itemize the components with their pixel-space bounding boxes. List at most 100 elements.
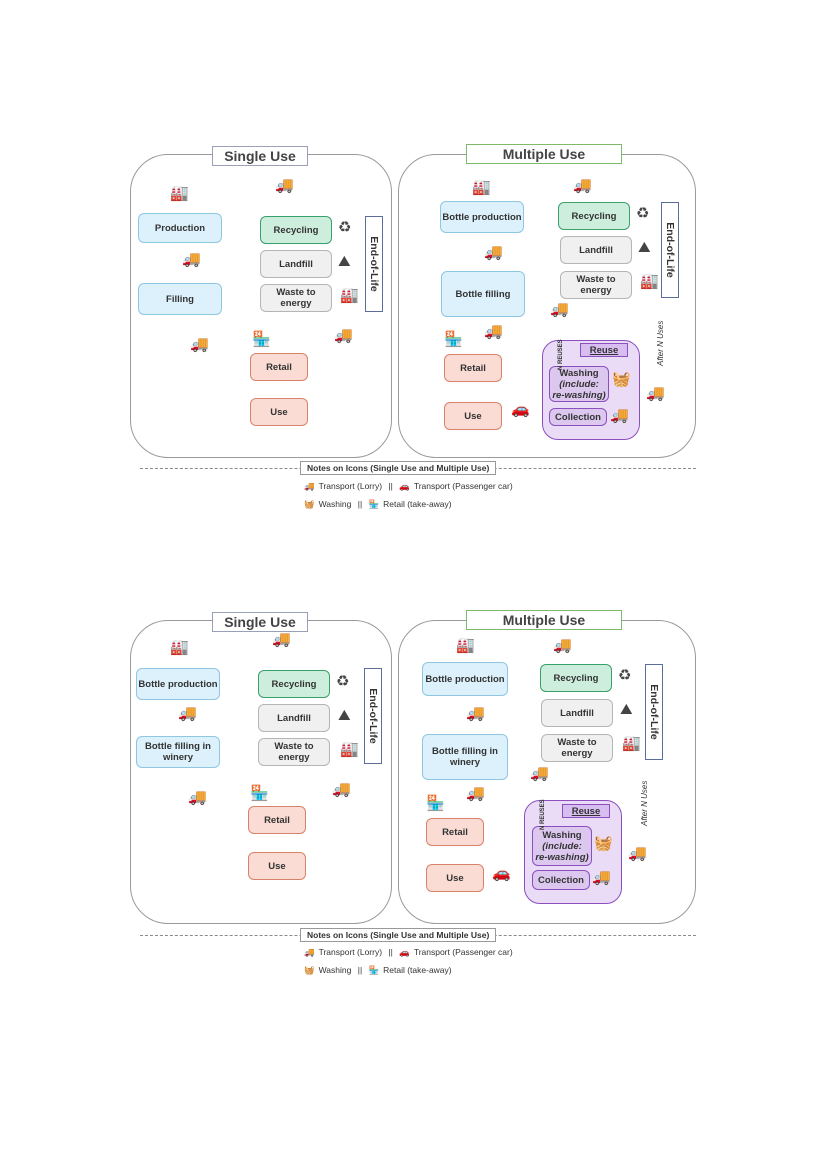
multiple-use-title: Multiple Use <box>466 144 622 164</box>
lorry-icon: 🚚 <box>182 251 201 268</box>
lorry-icon: 🚚 <box>334 327 353 344</box>
mb-washing-box: Washing (include: re-washing) <box>532 826 592 866</box>
car-icon: 🚗 <box>492 865 511 882</box>
b-bottle-production-box: Bottle production <box>136 668 220 700</box>
car-icon: 🚗 <box>511 401 530 418</box>
lorry-icon: 🚚 <box>550 301 569 318</box>
landfill-box: Landfill <box>260 250 332 278</box>
waste-plant-icon: 🏭 <box>340 287 359 304</box>
waste-plant-icon: 🏭 <box>340 741 359 758</box>
washing-machine-icon: 🧺 <box>304 499 315 509</box>
lorry-icon: 🚚 <box>304 947 315 957</box>
b-waste-to-energy-box: Waste to energy <box>258 738 330 766</box>
lorry-icon: 🚚 <box>304 481 315 491</box>
legend-separator: || <box>357 499 363 509</box>
m-use-box: Use <box>444 402 502 430</box>
m-bottle-filling-box: Bottle filling <box>441 271 525 317</box>
factory-icon: 🏭 <box>170 639 189 656</box>
m-washing-note-1: (include: <box>559 378 599 390</box>
mb-washing-label: Washing <box>542 829 582 841</box>
lorry-icon: 🚚 <box>610 407 629 424</box>
shop-icon: 🏪 <box>252 331 271 348</box>
legend-a-row-transport: 🚚Transport (Lorry) || 🚗Transport (Passen… <box>302 481 515 492</box>
recycle-icon: ♻ <box>336 673 350 690</box>
car-icon: 🚗 <box>399 947 410 957</box>
legend-separator: || <box>388 947 393 957</box>
mb-washing-note-1: (include: <box>542 840 582 852</box>
diagram-a: Single Use Multiple Use Production Filli… <box>0 140 827 520</box>
mb-recycling-box: Recycling <box>540 664 612 692</box>
legend-washing-label: Washing <box>318 499 352 509</box>
mb-collection-box: Collection <box>532 870 590 890</box>
lorry-icon: 🚚 <box>646 385 665 402</box>
lorry-icon: 🚚 <box>466 705 485 722</box>
production-box: Production <box>138 213 222 243</box>
m-washing-note-2: re-washing) <box>552 389 606 401</box>
legend-separator: || <box>357 965 363 975</box>
lorry-icon: 🚚 <box>272 631 291 648</box>
factory-icon: 🏭 <box>170 185 189 202</box>
legend-b-row-transport: 🚚Transport (Lorry) || 🚗Transport (Passen… <box>302 947 515 958</box>
b-single-use-title: Single Use <box>212 612 308 632</box>
landfill-icon: ⛰ <box>620 701 633 718</box>
m-end-of-life-label: End-of-Life <box>664 222 676 278</box>
lorry-icon: 🚚 <box>628 845 647 862</box>
b-retail-box: Retail <box>248 806 306 834</box>
legend-lorry-label: Transport (Lorry) <box>318 481 383 491</box>
legend-a-row-washing: 🧺Washing || 🏪Retail (take-away) <box>302 499 454 510</box>
legend-retail-label: Retail (take-away) <box>383 965 452 975</box>
legend-separator: || <box>388 481 393 491</box>
retail-box: Retail <box>250 353 308 381</box>
mb-waste-to-energy-box: Waste to energy <box>541 734 613 762</box>
lorry-icon: 🚚 <box>592 869 611 886</box>
lorry-icon: 🚚 <box>332 781 351 798</box>
m-after-n-uses-label: After N Uses <box>656 320 665 366</box>
mb-use-box: Use <box>426 864 484 892</box>
landfill-icon: ⛰ <box>638 239 651 256</box>
m-end-of-life-bar: End-of-Life <box>661 202 679 298</box>
b-end-of-life-label: End-of-Life <box>367 688 379 744</box>
legend-a-title: Notes on Icons (Single Use and Multiple … <box>300 461 497 475</box>
lorry-icon: 🚚 <box>178 705 197 722</box>
lorry-icon: 🚚 <box>530 765 549 782</box>
washing-machine-icon: 🧺 <box>594 835 613 852</box>
shop-icon: 🏪 <box>250 785 269 802</box>
m-recycling-box: Recycling <box>558 202 630 230</box>
mb-bottle-filling-box: Bottle filling in winery <box>422 734 508 780</box>
lorry-icon: 🚚 <box>466 785 485 802</box>
shop-icon: 🏪 <box>426 795 445 812</box>
mb-bottle-production-box: Bottle production <box>422 662 508 696</box>
use-box: Use <box>250 398 308 426</box>
legend-lorry-label: Transport (Lorry) <box>318 947 383 957</box>
mb-retail-box: Retail <box>426 818 484 846</box>
diagram-b: Single Use Multiple Use Bottle productio… <box>0 606 827 986</box>
car-icon: 🚗 <box>399 481 410 491</box>
end-of-life-label: End-of-Life <box>368 236 380 292</box>
recycle-icon: ♻ <box>636 205 650 222</box>
legend-b-title: Notes on Icons (Single Use and Multiple … <box>300 928 497 942</box>
b-use-box: Use <box>248 852 306 880</box>
b-end-of-life-bar: End-of-Life <box>364 668 382 764</box>
washing-machine-icon: 🧺 <box>612 371 631 388</box>
lorry-icon: 🚚 <box>275 177 294 194</box>
landfill-icon: ⛰ <box>338 253 351 270</box>
mb-end-of-life-bar: End-of-Life <box>645 664 663 760</box>
legend-car-label: Transport (Passenger car) <box>413 947 513 957</box>
mb-n-reuses-label: N REUSES <box>540 799 546 830</box>
shop-icon: 🏪 <box>368 499 380 509</box>
mb-end-of-life-label: End-of-Life <box>648 684 660 740</box>
m-washing-label: Washing <box>559 367 599 379</box>
lorry-icon: 🚚 <box>484 323 503 340</box>
recycle-icon: ♻ <box>618 667 632 684</box>
mb-after-n-uses-label: After N Uses <box>640 780 649 826</box>
shop-icon: 🏪 <box>368 965 380 975</box>
legend-washing-label: Washing <box>318 965 352 975</box>
waste-to-energy-box: Waste to energy <box>260 284 332 312</box>
factory-icon: 🏭 <box>472 179 491 196</box>
factory-icon: 🏭 <box>456 637 475 654</box>
mb-washing-note-2: re-washing) <box>535 851 589 863</box>
recycling-box: Recycling <box>260 216 332 244</box>
single-use-title: Single Use <box>212 146 308 166</box>
m-n-reuses-label: N REUSES <box>558 339 564 370</box>
washing-machine-icon: 🧺 <box>304 965 315 975</box>
